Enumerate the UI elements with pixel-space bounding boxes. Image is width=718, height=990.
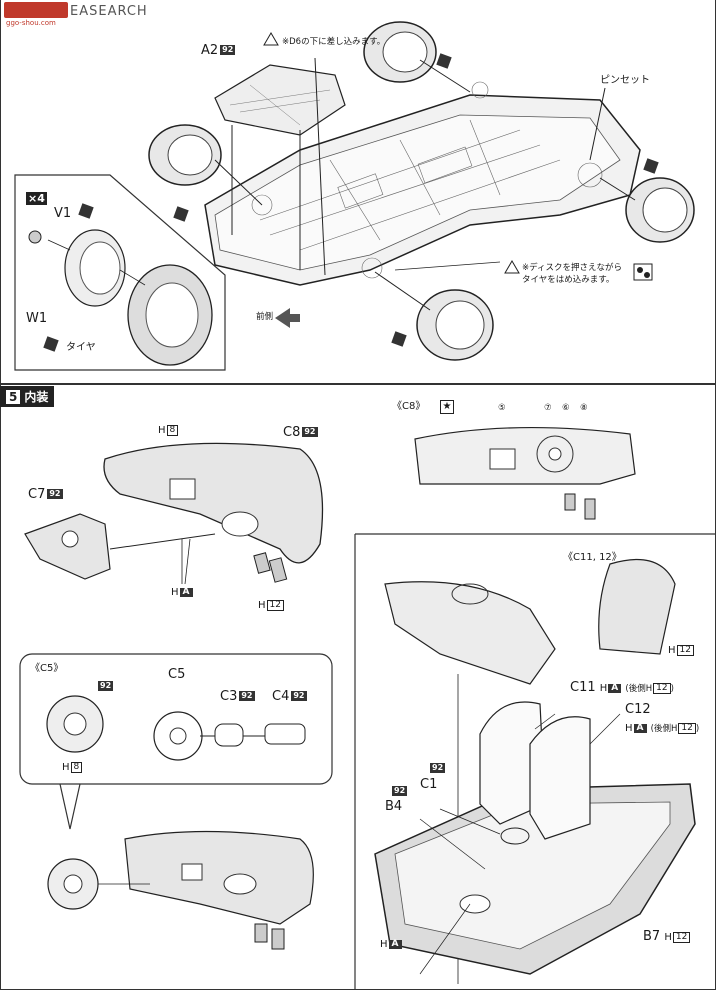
star-icon: ★ <box>440 400 454 414</box>
note-d6: ※D6の下に差し込みます。 <box>282 37 386 47</box>
marker-7: ⑦ <box>544 403 552 413</box>
b4-paint: 92 <box>392 786 408 796</box>
interior-illustration <box>19 427 716 990</box>
wheel-rear-left <box>148 124 222 186</box>
label-w1: W1 <box>26 311 48 326</box>
chassis-illustration <box>14 21 695 371</box>
label-c12: C12 <box>625 702 651 717</box>
wheel-rear-right <box>363 21 437 83</box>
step5-number: 5 <box>6 390 21 404</box>
c5-paint: 92 <box>98 681 114 691</box>
marker-5: ⑤ <box>498 403 506 413</box>
watermark-brand: EASEARCH <box>70 4 148 19</box>
note-disc-1: ※ディスクを押さえながら <box>522 263 623 273</box>
label-tire: タイヤ <box>66 342 96 353</box>
watermark-logo <box>4 2 68 18</box>
step4-panel <box>0 0 716 384</box>
note-disc-2: タイヤをはめ込みます。 <box>522 275 615 285</box>
c8-detail-title: 《C8》 <box>392 401 426 412</box>
wheel-front-left <box>416 289 494 361</box>
step5-title: 内装 <box>24 390 49 404</box>
label-front: 前側 <box>256 312 274 322</box>
c1-paint: 92 <box>430 763 446 773</box>
marker-6: ⑥ <box>562 403 570 413</box>
label-b4: B4 <box>385 799 403 814</box>
marker-8: ⑧ <box>580 403 588 413</box>
watermark-site: ggo-shou.com <box>6 19 56 27</box>
label-tweezers: ピンセット <box>600 75 650 86</box>
inset-qty: ×4 <box>26 192 47 205</box>
label-c5: C5 <box>168 667 186 682</box>
c5-title: 《C5》 <box>30 663 64 674</box>
seats-title: 《C11, 12》 <box>563 552 622 563</box>
wheel-front-right <box>625 177 695 243</box>
label-c1: C1 <box>420 777 438 792</box>
label-v1: V1 <box>54 206 72 221</box>
